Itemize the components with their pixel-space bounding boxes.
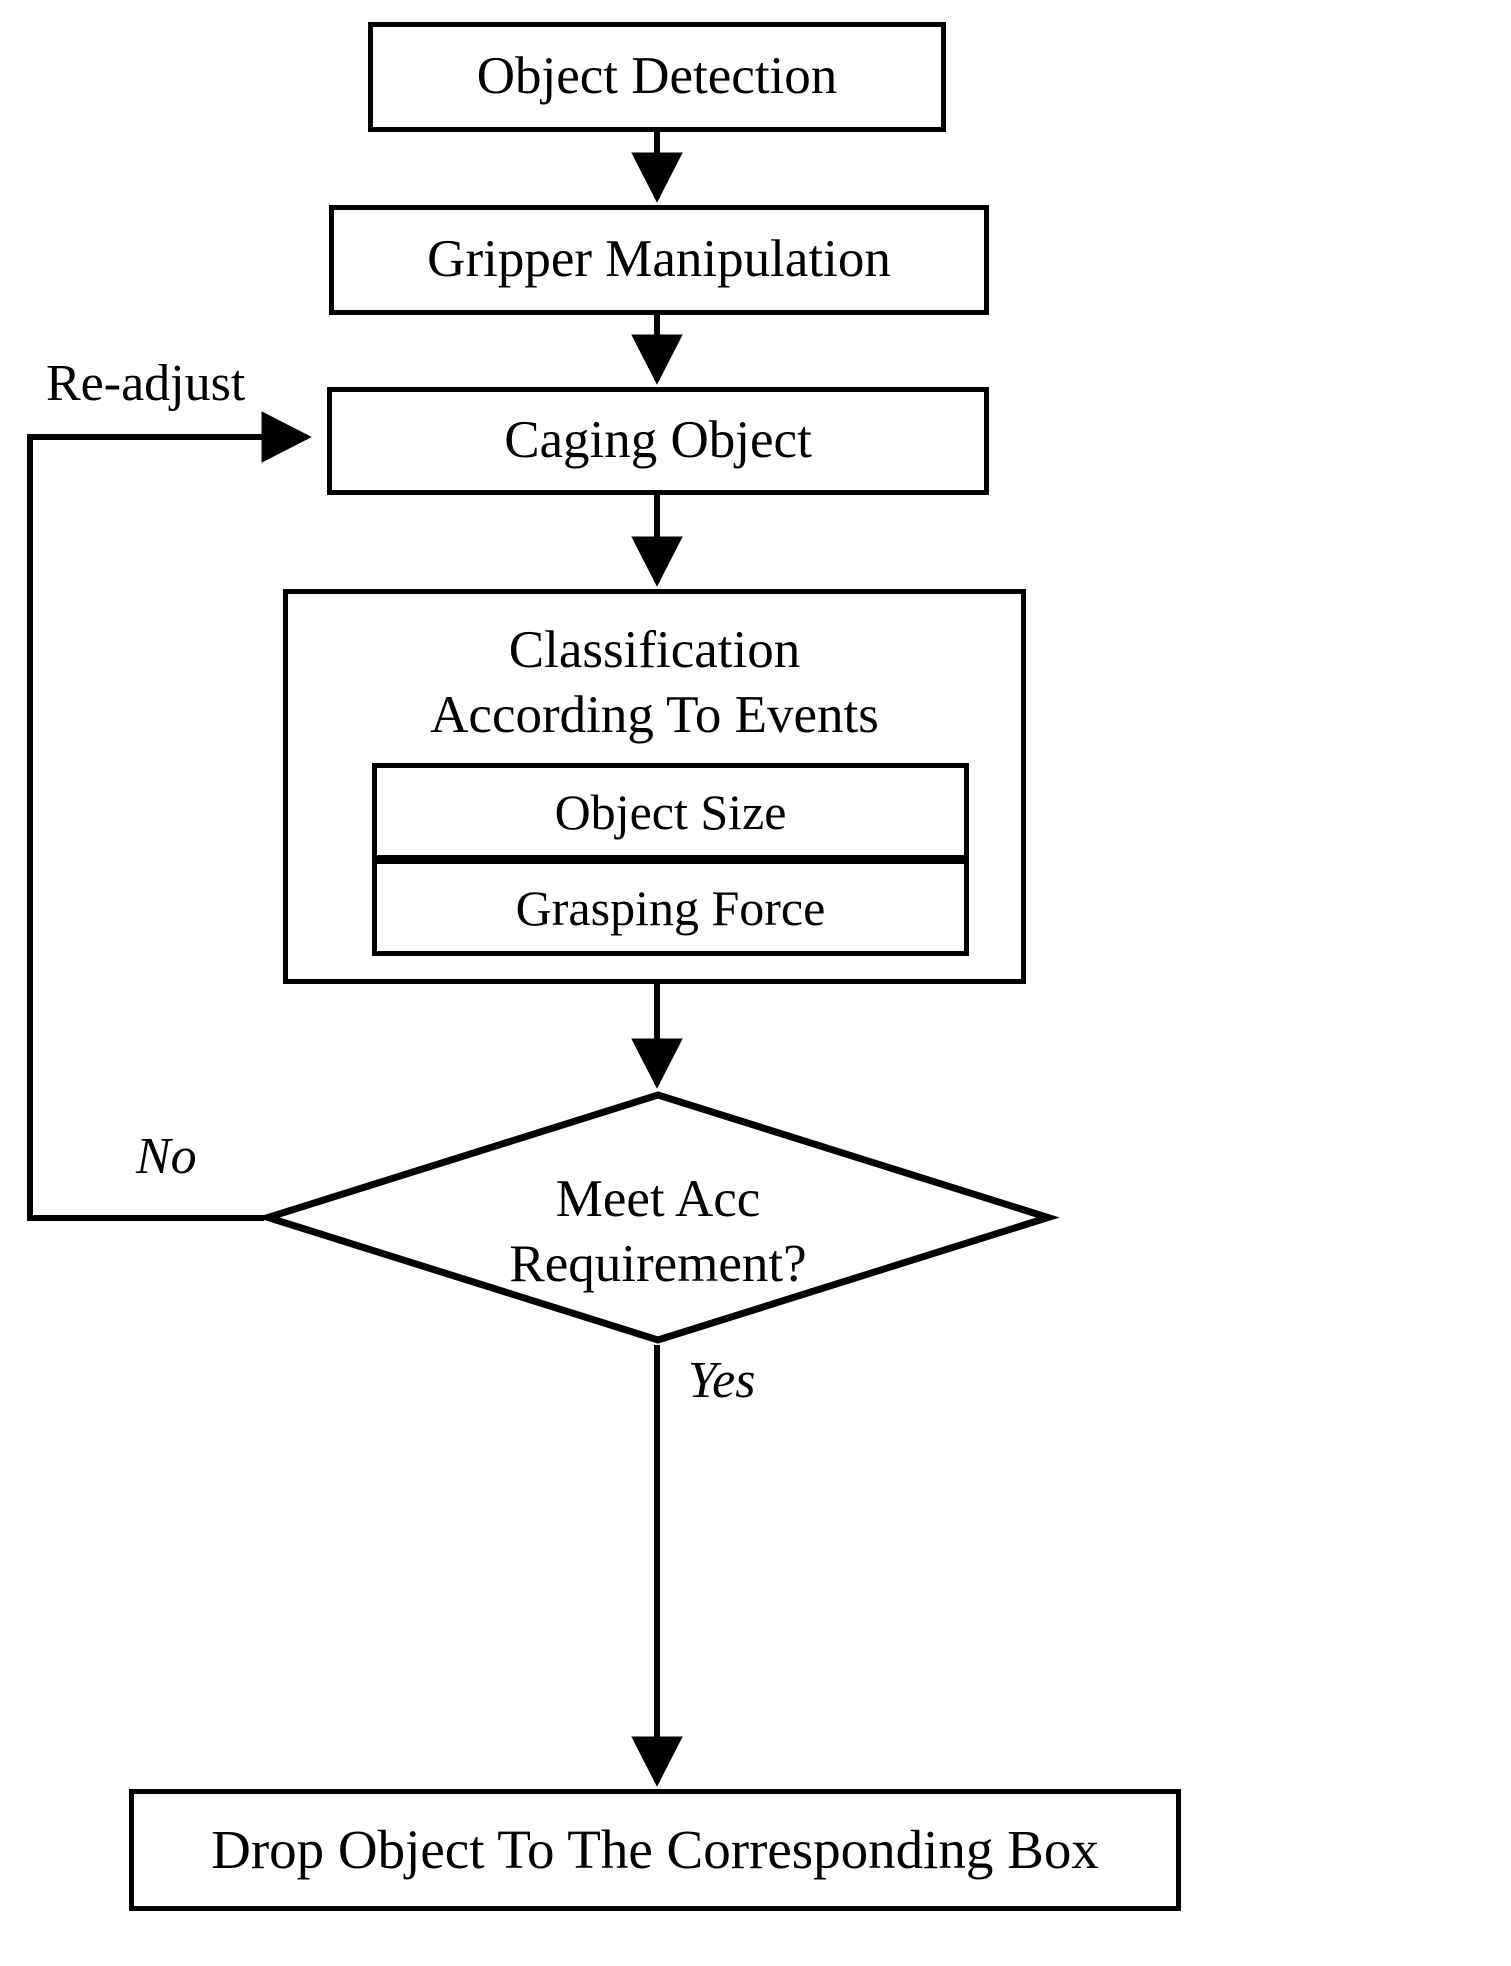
node-decision-meet-acc-requirement[interactable]: Meet Acc Requirement?	[256, 1091, 1060, 1344]
node-object-size[interactable]: Object Size	[372, 763, 969, 860]
node-grasping-force-label: Grasping Force	[515, 879, 826, 936]
edge-label-no: No	[136, 1128, 197, 1185]
node-grasping-force[interactable]: Grasping Force	[372, 859, 969, 956]
node-object-detection[interactable]: Object Detection	[368, 22, 946, 132]
node-drop-object[interactable]: Drop Object To The Corresponding Box	[129, 1789, 1181, 1911]
node-gripper-manipulation[interactable]: Gripper Manipulation	[329, 205, 989, 315]
node-object-detection-label: Object Detection	[476, 47, 838, 106]
node-classification-label: Classification According To Events	[430, 621, 879, 744]
node-caging-object[interactable]: Caging Object	[327, 387, 989, 495]
edge-label-yes: Yes	[688, 1352, 756, 1409]
edge-label-readjust: Re-adjust	[46, 355, 246, 412]
node-gripper-manipulation-label: Gripper Manipulation	[427, 230, 891, 289]
node-drop-object-label: Drop Object To The Corresponding Box	[211, 1819, 1099, 1881]
decision-diamond-shape	[256, 1091, 1060, 1344]
node-object-size-label: Object Size	[554, 783, 787, 840]
node-decision-label: Meet Acc Requirement?	[509, 1170, 807, 1293]
node-caging-object-label: Caging Object	[504, 411, 812, 470]
